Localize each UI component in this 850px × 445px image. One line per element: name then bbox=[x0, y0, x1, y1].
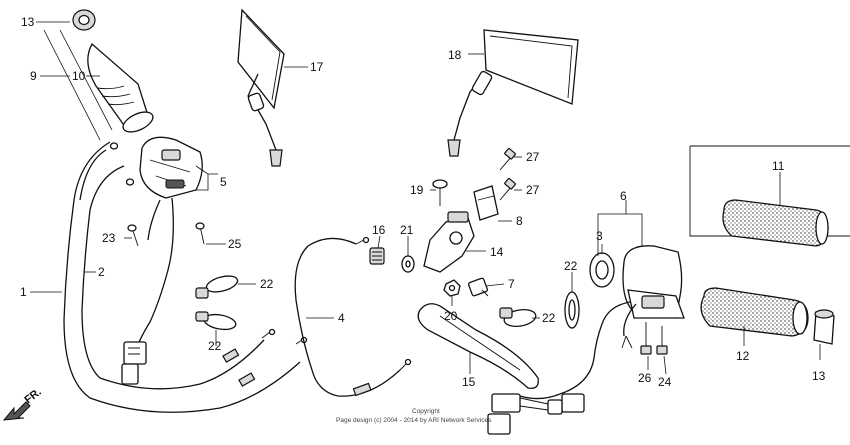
washer-21 bbox=[401, 255, 415, 273]
callout-22-left-b: 22 bbox=[208, 339, 222, 353]
callout-10: 10 bbox=[72, 69, 86, 83]
screw-25 bbox=[195, 222, 205, 245]
callout-27-upper: 27 bbox=[526, 150, 540, 164]
callout-17: 17 bbox=[310, 60, 324, 74]
callout-22-right: 22 bbox=[564, 259, 578, 273]
callout-6: 6 bbox=[620, 189, 627, 203]
wire-band-left-a bbox=[195, 275, 239, 299]
mirror-left bbox=[237, 8, 285, 167]
screw-24 bbox=[656, 326, 668, 355]
callout-16: 16 bbox=[372, 223, 386, 237]
clutch-lever-bracket bbox=[423, 211, 475, 273]
switch-housing-right bbox=[622, 245, 685, 319]
callout-8: 8 bbox=[516, 214, 523, 228]
callout-4: 4 bbox=[338, 311, 345, 325]
callout-22-center: 22 bbox=[542, 311, 556, 325]
grommet-3 bbox=[589, 252, 615, 288]
callout-23: 23 bbox=[102, 231, 116, 245]
callout-27-lower: 27 bbox=[526, 183, 540, 197]
callout-24: 24 bbox=[658, 375, 672, 389]
callout-18: 18 bbox=[448, 48, 462, 62]
callout-labels: 13 9 10 1 2 5 23 25 22 22 17 18 27 27 19… bbox=[20, 15, 826, 389]
cable-adjuster bbox=[222, 348, 256, 387]
screw-small bbox=[109, 142, 135, 186]
lock-nut-20 bbox=[443, 279, 461, 297]
bolt-27-lower bbox=[499, 177, 516, 201]
callout-1: 1 bbox=[20, 285, 27, 299]
clutch-switch bbox=[468, 277, 489, 297]
callout-15: 15 bbox=[462, 375, 476, 389]
callout-25: 25 bbox=[228, 237, 242, 251]
callout-20: 20 bbox=[444, 309, 458, 323]
mirror-right bbox=[447, 29, 579, 157]
grip-end-weight-right bbox=[813, 309, 835, 345]
callout-2: 2 bbox=[98, 265, 105, 279]
bolt-16 bbox=[369, 247, 385, 265]
callout-19: 19 bbox=[410, 183, 424, 197]
bolt-27-upper bbox=[499, 147, 516, 171]
callout-13-left: 13 bbox=[21, 15, 35, 29]
grip-11-box bbox=[689, 145, 850, 247]
callout-3: 3 bbox=[596, 229, 603, 243]
lever-pivot-bolt bbox=[432, 179, 448, 206]
switch-wire-harness-left bbox=[121, 197, 174, 385]
callout-21: 21 bbox=[400, 223, 414, 237]
wire-band-left-b bbox=[195, 311, 237, 331]
callout-9: 9 bbox=[30, 69, 37, 83]
wire-band-right bbox=[564, 291, 580, 329]
throttle-grip bbox=[87, 42, 154, 133]
callout-14: 14 bbox=[490, 245, 504, 259]
switch-housing-left bbox=[139, 136, 203, 199]
leader-lines bbox=[30, 21, 821, 375]
callout-13-right: 13 bbox=[812, 369, 826, 383]
callout-22-left-a: 22 bbox=[260, 277, 274, 291]
callout-26: 26 bbox=[638, 371, 652, 385]
grip-12 bbox=[700, 287, 809, 337]
throttle-cable-1 bbox=[63, 141, 301, 413]
clutch-lever-holder bbox=[473, 185, 499, 221]
callout-5: 5 bbox=[220, 175, 227, 189]
grip-end-weight-left bbox=[72, 9, 96, 31]
copyright-line-1: Copyright bbox=[412, 408, 440, 415]
clutch-cable bbox=[294, 236, 412, 397]
front-direction-arrow: FR. bbox=[2, 386, 44, 421]
switch-wire-harness-right bbox=[487, 301, 637, 435]
copyright-line-2: Page design (c) 2004 - 2014 by ARI Netwo… bbox=[336, 417, 492, 424]
clutch-lever bbox=[417, 303, 539, 389]
screw-26 bbox=[640, 322, 652, 355]
wire-band-center bbox=[499, 307, 537, 328]
screw-23 bbox=[127, 224, 139, 247]
callout-11: 11 bbox=[772, 159, 785, 173]
callout-12: 12 bbox=[736, 349, 750, 363]
callout-7: 7 bbox=[508, 277, 515, 291]
copyright-notice: Copyright Page design (c) 2004 - 2014 by… bbox=[336, 408, 492, 424]
